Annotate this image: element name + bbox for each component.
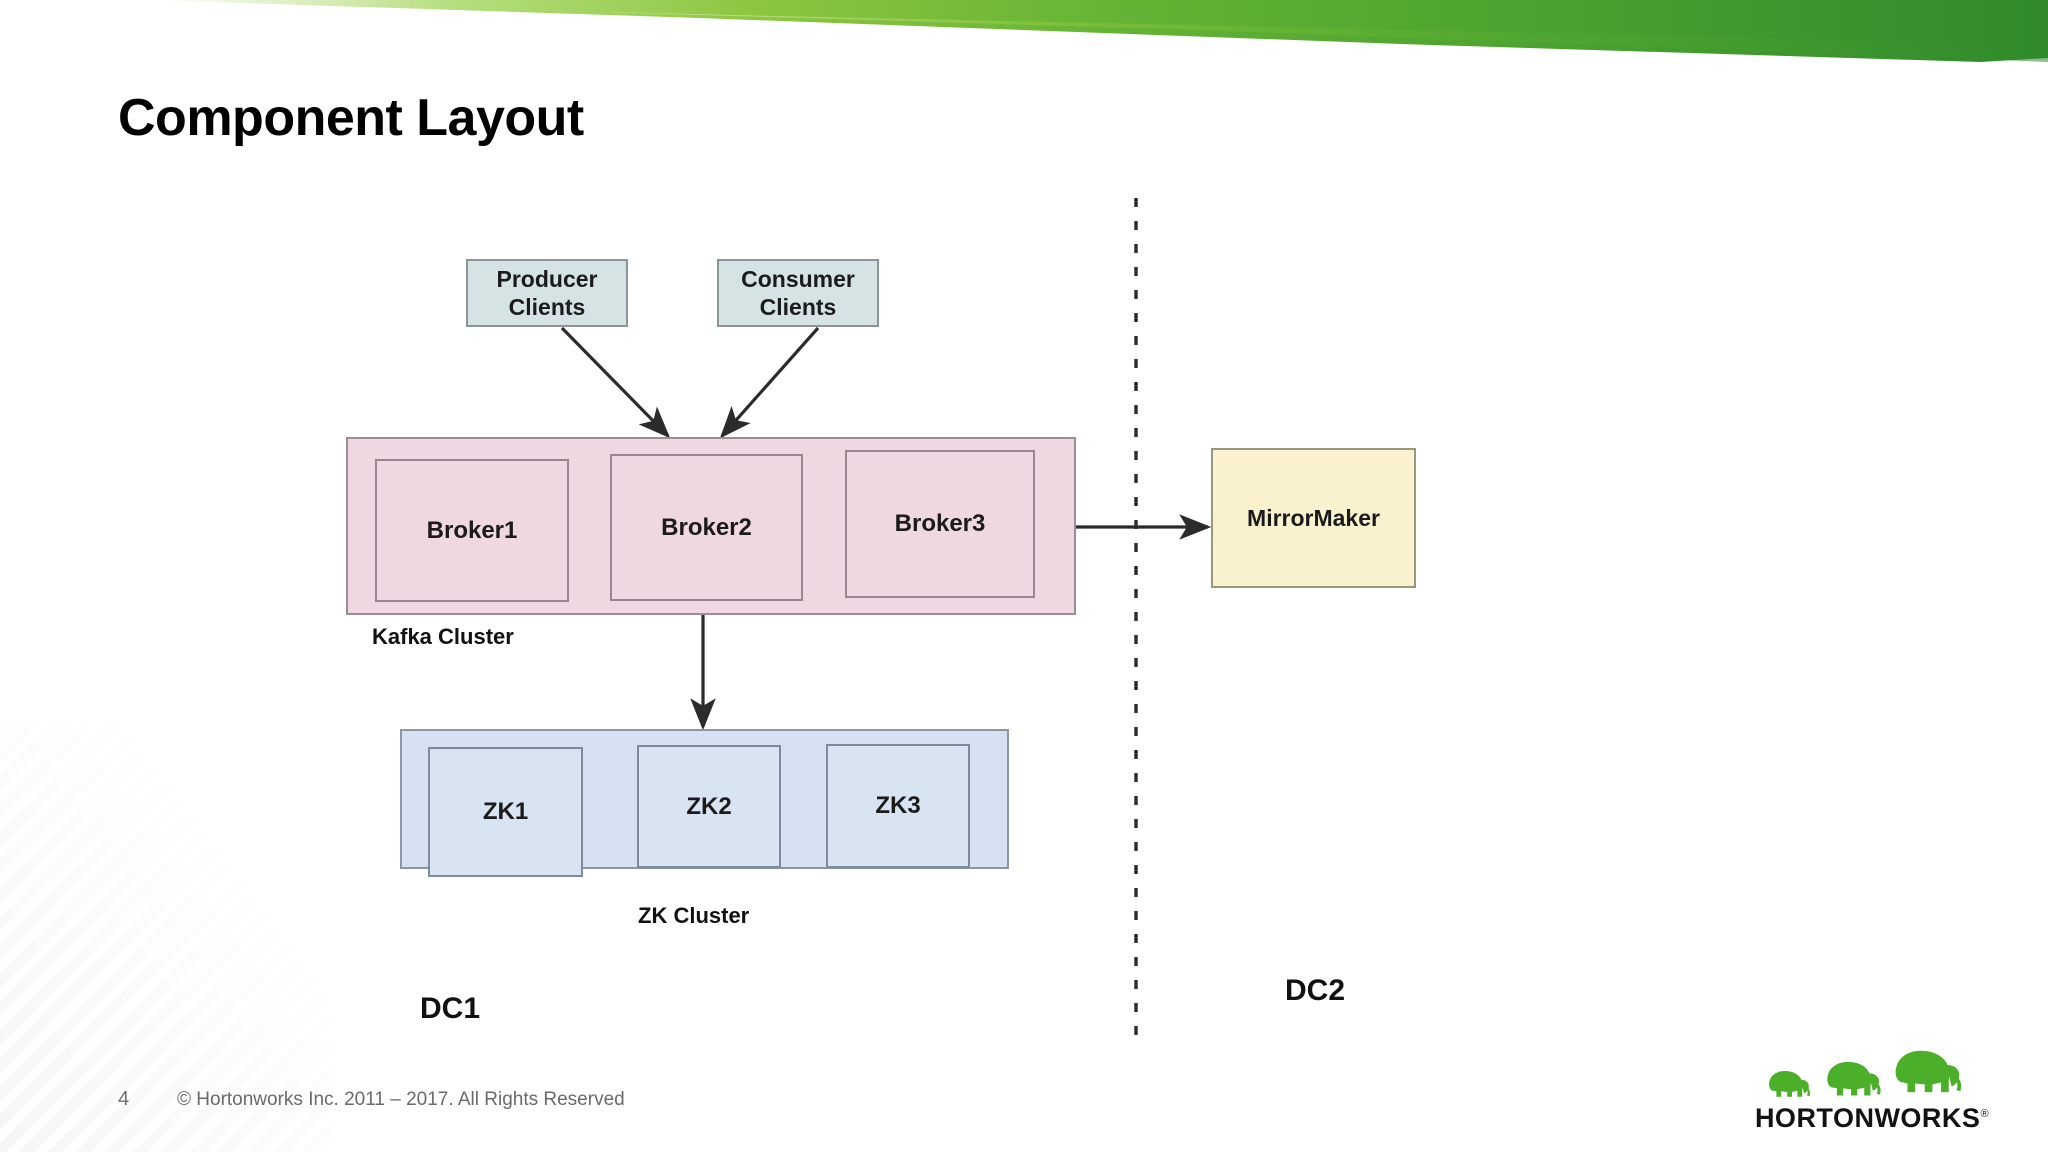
zk3-label: ZK3 <box>875 792 921 820</box>
copyright-text: © Hortonworks Inc. 2011 – 2017. All Righ… <box>177 1089 625 1110</box>
broker2-box[interactable]: Broker2 <box>610 454 803 601</box>
page-title: Component Layout <box>118 89 584 147</box>
zk-cluster-caption: ZK Cluster <box>638 903 750 928</box>
broker1-label: Broker1 <box>426 516 518 544</box>
broker3-label: Broker3 <box>894 510 986 538</box>
consumer-clients-box[interactable]: Consumer Clients <box>717 259 879 327</box>
logo-trademark: ® <box>1980 1108 1990 1120</box>
broker1-box[interactable]: Broker1 <box>375 459 569 602</box>
dc1-label: DC1 <box>420 992 481 1025</box>
dc2-label: DC2 <box>1285 974 1346 1007</box>
kafka-cluster-caption: Kafka Cluster <box>372 624 514 649</box>
broker2-label: Broker2 <box>661 513 752 541</box>
elephants-icon <box>1769 1050 1962 1097</box>
mirrormaker-label: MirrorMaker <box>1247 504 1380 531</box>
consumer-clients-label: Consumer Clients <box>741 265 855 320</box>
hortonworks-logo: HORTONWORKS® <box>1752 1038 1992 1138</box>
logo-wordmark: HORTONWORKS® <box>1752 1103 1992 1134</box>
mirrormaker-box[interactable]: MirrorMaker <box>1211 448 1416 588</box>
producer-clients-label: Producer Clients <box>496 265 598 320</box>
zk3-box[interactable]: ZK3 <box>826 744 970 868</box>
edge-consumer-to-kafka <box>719 326 820 439</box>
zk2-box[interactable]: ZK2 <box>637 745 781 868</box>
zk1-label: ZK1 <box>482 798 529 826</box>
producer-clients-box[interactable]: Producer Clients <box>466 259 628 327</box>
page-number: 4 <box>118 1088 130 1110</box>
logo-wordmark-text: HORTONWORKS <box>1754 1103 1981 1133</box>
zk1-box[interactable]: ZK1 <box>428 747 583 877</box>
edge-producer-to-kafka <box>560 326 671 439</box>
broker3-box[interactable]: Broker3 <box>845 450 1035 598</box>
zk2-label: ZK2 <box>686 792 732 820</box>
